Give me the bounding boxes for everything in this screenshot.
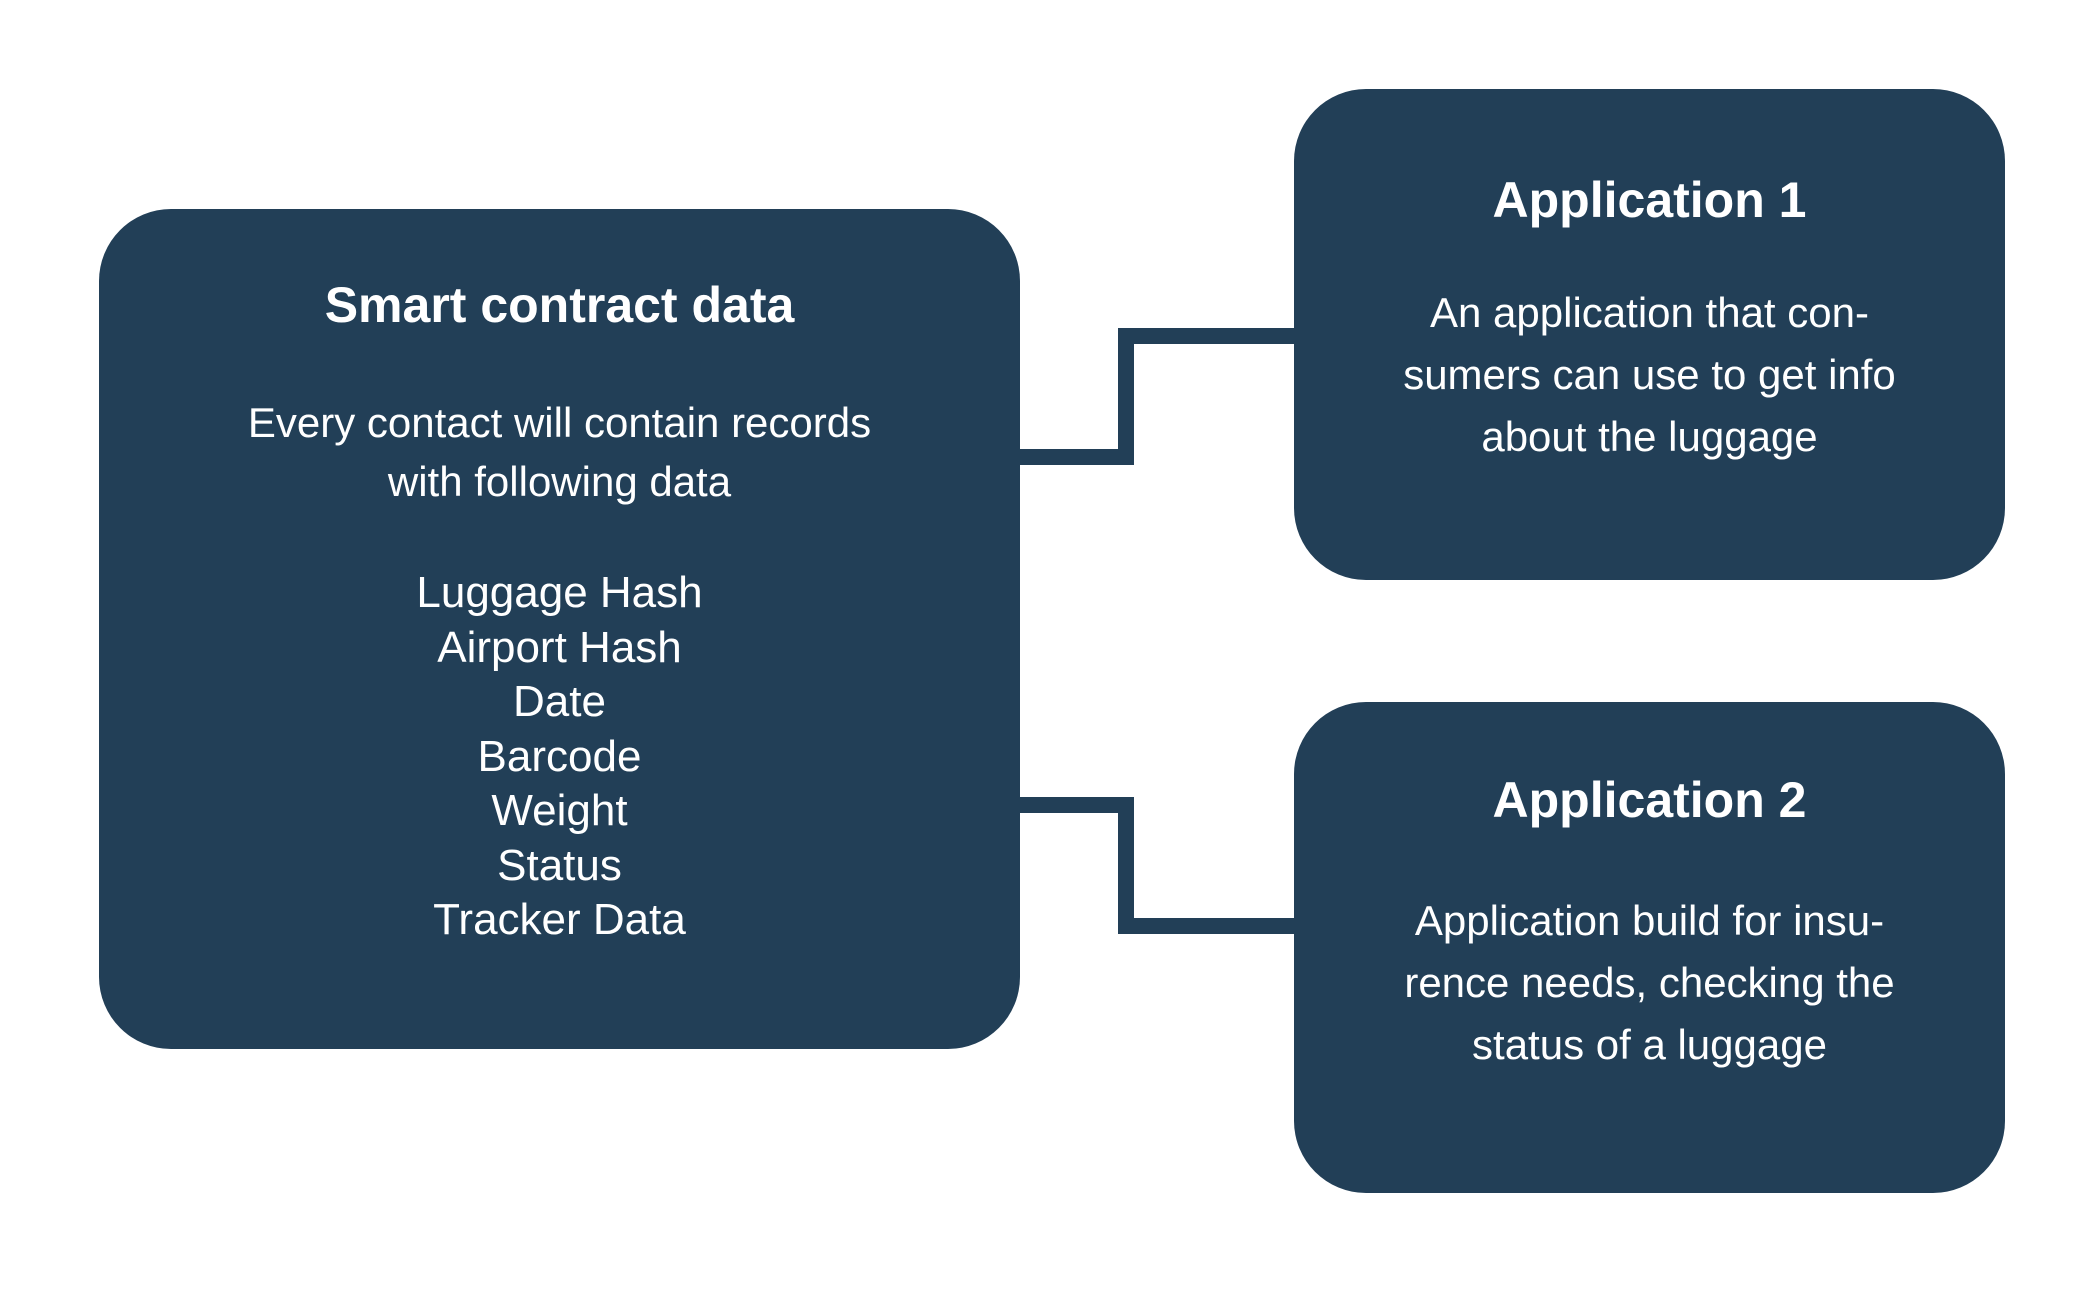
description-line: An application that con- (1430, 289, 1869, 336)
description-line: about the luggage (1481, 413, 1818, 460)
application-2-title: Application 2 (1492, 772, 1807, 828)
description-line: rence needs, checking the (1404, 959, 1895, 1006)
application-1-description: An application that con- sumers can use … (1324, 282, 1975, 468)
application-1-title: Application 1 (1492, 172, 1807, 228)
field-item: Barcode (477, 731, 642, 781)
field-item: Weight (491, 786, 628, 835)
field-item: Airport Hash (437, 622, 682, 672)
field-item: Luggage Hash (416, 568, 703, 617)
description-line: Application build for insu- (1414, 897, 1885, 944)
description-line: sumers can use to get info (1403, 351, 1896, 398)
field-item: Date (513, 677, 606, 726)
application-1-box: Application 1 An application that con- s… (1294, 89, 2005, 580)
application-2-box: Application 2 Application build for insu… (1294, 702, 2005, 1193)
description-line: status of a luggage (1472, 1021, 1827, 1068)
data-field-list: Luggage Hash Airport Hash Date Barcode W… (99, 566, 1020, 948)
connector-main-to-app2 (1018, 797, 1296, 934)
smart-contract-data-description: Every contact will contain records with … (129, 393, 990, 511)
application-2-description: Application build for insu- rence needs,… (1324, 890, 1975, 1076)
description-line: Every contact will contain records (247, 399, 872, 446)
smart-contract-data-title: Smart contract data (324, 277, 795, 333)
connector-main-to-app1 (1018, 328, 1296, 465)
field-item: Tracker Data (433, 895, 686, 944)
description-line: with following data (387, 458, 732, 505)
smart-contract-data-box: Smart contract data Every contact will c… (99, 209, 1020, 1049)
field-item: Status (497, 840, 622, 890)
